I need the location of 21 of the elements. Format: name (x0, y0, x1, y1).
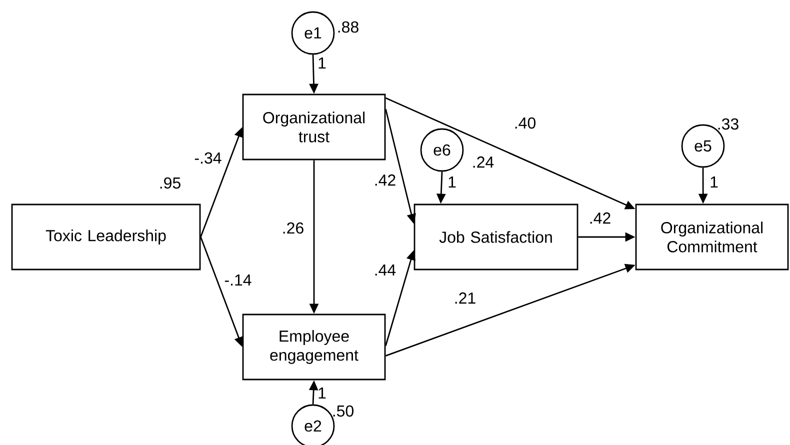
edge-label: .21 (455, 292, 476, 304)
variance-label: .88 (338, 21, 358, 33)
edge-label: .40 (515, 117, 536, 129)
edge-label: 1 (710, 176, 718, 188)
edge-label: .26 (283, 222, 304, 234)
variance-label: .50 (333, 405, 354, 417)
edge-label: .42 (590, 212, 610, 224)
edge-label: .44 (375, 264, 396, 276)
edge-label: 1 (318, 388, 326, 398)
edge-label: -.14 (224, 274, 252, 286)
edge-label: 1 (318, 58, 326, 68)
variable-box: Job Satisfaction (414, 204, 578, 270)
variable-box: Organizational Commitment (635, 204, 789, 270)
variable-box: Toxic Leadership (11, 204, 201, 270)
variable-box: Employee engagement (242, 314, 386, 380)
edge-label: .42 (375, 174, 396, 186)
path-label: .95 (160, 177, 180, 189)
edge-label: -.34 (194, 152, 222, 164)
edge-label: 1 (448, 176, 456, 188)
variance-label: .24 (473, 156, 494, 168)
variable-box: Organizational trust (242, 94, 386, 160)
